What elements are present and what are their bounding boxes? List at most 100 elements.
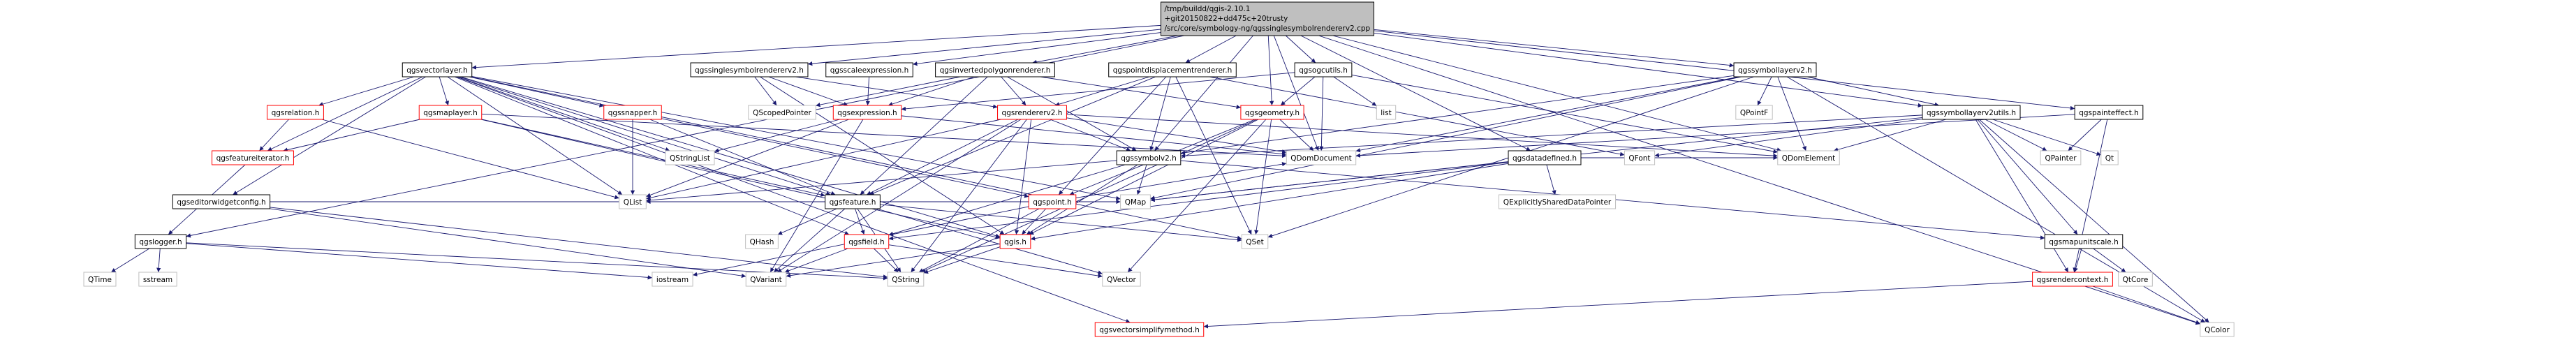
- edge-qgspointdisplacementrenderer-to-qfont: [1209, 76, 1625, 156]
- node-box: [1120, 194, 1151, 209]
- edge-qgspointdisplacementrenderer-to-qgsfeature: [869, 76, 1156, 195]
- node-box: [832, 105, 902, 120]
- edge-root-to-qgsgeometry: [1267, 35, 1274, 106]
- edge-qgsrendercontext-to-qgsvectorsimplifymethod: [1203, 281, 2033, 329]
- node-label: qgsrendererv2.h: [1002, 109, 1063, 117]
- node-label: sstream: [143, 276, 172, 284]
- edge-qgsgeometry-to-qset: [1254, 119, 1272, 235]
- edge-qgspainteffect-to-qgsrendercontext: [2073, 119, 2108, 273]
- node-label: Qt: [2105, 154, 2114, 163]
- edge-qgslogger-to-qtime: [110, 248, 150, 273]
- edge-root-to-qgspointdisplacementrenderer: [1185, 35, 1237, 64]
- edge-qgsogcutils-to-qgsexpression: [901, 72, 1295, 111]
- edge-qgssymbollayerv2-to-qgssymbolv2: [1180, 75, 1735, 155]
- edge-qgspointdisplacementrenderer-to-qset: [1175, 76, 1252, 235]
- edge-qgssymbollayerv2-to-qpointf: [1757, 76, 1772, 106]
- node-box: [402, 62, 473, 77]
- node-label: qgsrendercontext.h: [2037, 276, 2109, 284]
- edge-qgspointdisplacementrenderer-to-qgspoint: [1058, 76, 1167, 195]
- edge-qgssymbollayerv2utils-to-qpainter: [1985, 119, 2047, 151]
- edge-root-to-qgspainteffect: [1374, 30, 2075, 111]
- node-label: QList: [624, 198, 642, 207]
- root-node-box: [1160, 1, 1375, 36]
- edge-qgssymbollayerv2utils-to-qfont: [1654, 119, 1923, 158]
- node-qt: Qt: [2100, 150, 2119, 165]
- node-label: QDomElement: [1782, 154, 1835, 163]
- node-qtcore: QtCore: [2118, 272, 2153, 287]
- node-box: [997, 105, 1067, 120]
- node-label: qgsdatadefined.h: [1513, 154, 1577, 163]
- node-box: [2032, 272, 2113, 287]
- node-qgsmapunitscale: qgsmapunitscale.h: [2044, 234, 2124, 249]
- edge-qgsfeature-to-qhash: [777, 208, 837, 235]
- edge-qgsfeature-to-qvariant: [773, 208, 846, 273]
- edge-qgssinglesymbolrendererv2-to-qgis: [760, 76, 1005, 235]
- node-label: qgssymbollayerv2utils.h: [1927, 109, 2016, 117]
- node-label: qgsinvertedpolygonrenderer.h: [940, 66, 1051, 75]
- node-label: qgseditorwidgetconfig.h: [177, 198, 265, 207]
- node-box: [652, 272, 693, 287]
- node-box: [999, 234, 1031, 249]
- node-label: qgsfield.h: [848, 238, 884, 246]
- node-box: [267, 105, 324, 120]
- node-box: [665, 150, 715, 165]
- edge-qgsrendererv2-to-qstring: [911, 119, 1027, 273]
- node-label: QHash: [750, 238, 774, 246]
- edge-qgsvectorlayer-to-qgsvectorsimplifymethod: [456, 76, 1131, 323]
- edge-qgsogcutils-to-qdomdocument: [1319, 76, 1324, 151]
- node-qgsvectorlayer: qgsvectorlayer.h: [402, 62, 473, 77]
- node-qgsfeature: qgsfeature.h: [825, 194, 881, 209]
- root-node: /tmp/buildd/qgis-2.10.1 +git20150822+dd4…: [1160, 1, 1375, 36]
- edge-root-to-qgsvectorlayer: [471, 24, 1161, 70]
- edge-qgsdatadefined-to-qgis: [1030, 163, 1509, 241]
- edge-qgsrendererv2-to-qdomdocument: [1066, 117, 1287, 154]
- node-box: [1624, 150, 1656, 165]
- node-qgslogger: qgslogger.h: [134, 234, 187, 249]
- node-qgsmaplayer: qgsmaplayer.h: [418, 105, 483, 120]
- node-label: qgssymbolv2.h: [1121, 154, 1177, 163]
- node-qgspointdisplacementrenderer: qgspointdisplacementrenderer.h: [1108, 62, 1237, 77]
- edge-qgsgeometry-to-qvector: [1127, 119, 1267, 273]
- edge-qgssinglesymbolrendererv2-to-qgsexpression: [768, 76, 848, 106]
- node-box: [603, 105, 662, 120]
- edge-qgsvectorlayer-to-qmap: [471, 75, 1121, 200]
- edge-qgsmapunitscale-to-qgsrendercontext: [2073, 248, 2082, 273]
- node-box: [2118, 272, 2153, 287]
- node-list: list: [1376, 105, 1397, 120]
- node-sstream: sstream: [138, 272, 177, 287]
- node-box: [212, 150, 294, 165]
- node-box: [844, 234, 890, 249]
- edge-qgspoint-to-qdomdocument: [1075, 162, 1287, 198]
- node-label: qgsogcutils.h: [1299, 66, 1348, 75]
- edge-qgseditorwidgetconfig-to-qstring: [270, 207, 888, 279]
- edge-qgssymbollayerv2-to-qmap: [1150, 76, 1742, 200]
- node-box: [2100, 150, 2119, 165]
- node-box: [418, 105, 483, 120]
- node-box: [745, 234, 779, 249]
- edge-qgspoint-to-qstring: [918, 208, 1040, 273]
- node-label: qgis.h: [1004, 238, 1026, 246]
- edge-root-to-qdomelement: [1332, 35, 1782, 152]
- node-label: QScopedPointer: [753, 109, 811, 117]
- node-label: QDomDocument: [1290, 154, 1351, 163]
- edge-root-to-qgssinglesymbolrendererv2: [807, 29, 1161, 66]
- edge-qgssymbolv2-to-qgsfield: [888, 164, 1126, 236]
- node-box: [2044, 234, 2124, 249]
- root-node-line-1: /tmp/buildd/qgis-2.10.1: [1164, 5, 1250, 13]
- edge-qgsinvertedpolygonrenderer-to-qgsexpression: [888, 76, 975, 106]
- edge-qgsrelation-to-qlist: [321, 119, 619, 200]
- node-box: [172, 194, 271, 209]
- edge-qgsexpression-to-qstringlist: [714, 119, 841, 153]
- node-label: qgspainteffect.h: [2079, 109, 2139, 117]
- node-qgsinvertedpolygonrenderer: qgsinvertedpolygonrenderer.h: [935, 62, 1055, 77]
- node-box: [1241, 234, 1269, 249]
- edge-qgssymbolv2-to-qmap: [1136, 164, 1147, 195]
- edge-qgsscaleexpression-to-qgsexpression: [865, 76, 870, 106]
- node-qgsrendercontext: qgsrendercontext.h: [2032, 272, 2113, 287]
- node-box: [1733, 62, 1817, 77]
- node-label: qgsmapunitscale.h: [2049, 238, 2119, 246]
- node-box: [1777, 150, 1840, 165]
- node-label: qgsfeatureiterator.h: [216, 154, 290, 163]
- node-qgssinglesymbolrendererv2: qgssinglesymbolrendererv2.h: [690, 62, 809, 77]
